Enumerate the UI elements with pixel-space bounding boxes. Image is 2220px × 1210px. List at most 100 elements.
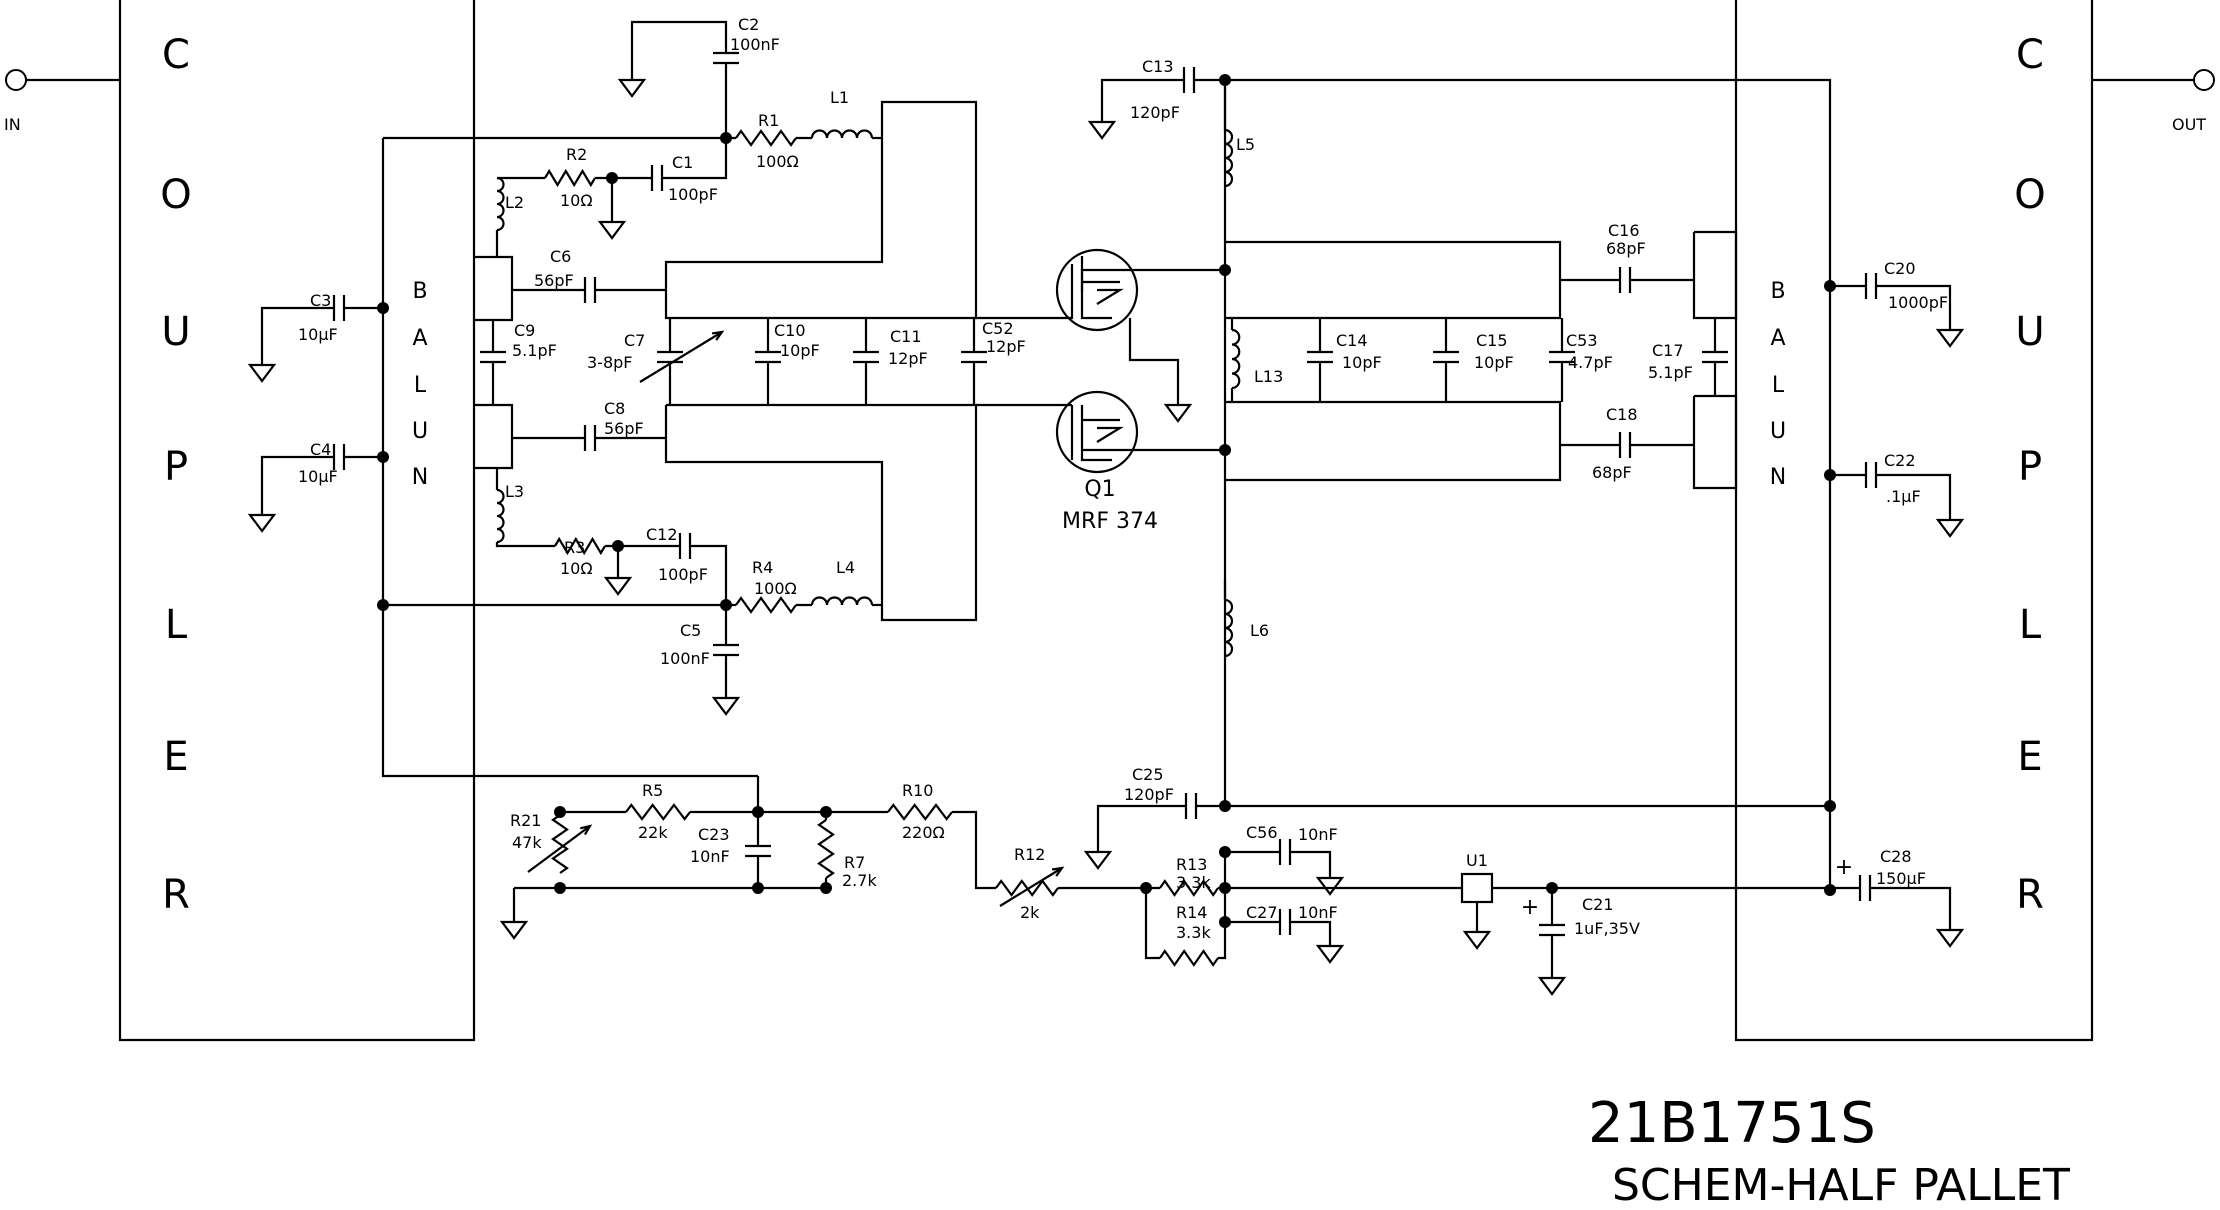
capacitor-C28-plates [1858,875,1872,901]
capacitor-C52 [961,350,987,364]
inductor-L13 [1231,328,1241,390]
component-ref-C12: C12 [646,525,678,544]
junction-dot [1824,884,1836,896]
component-ref-L13: L13 [1254,367,1283,386]
capacitor-C18-plates [1618,432,1632,458]
inductor-L3 [496,488,505,544]
ground-symbol [711,688,741,716]
output-balun-letter: N [1770,465,1786,490]
capacitor-C15 [1433,350,1459,364]
capacitor-C16-plates [1618,267,1632,293]
output-coupler-box [1734,0,2094,1042]
output-port-label: OUT [2172,115,2206,134]
transistor-Q1-upper [1055,248,1139,332]
component-ref-C27: C27 [1246,903,1278,922]
ground-symbol [1462,922,1492,950]
component-value-C18: 68pF [1592,463,1632,482]
component-ref-C25: C25 [1132,765,1164,784]
component-value-C22: .1µF [1886,487,1921,506]
component-value-C9: 5.1pF [512,341,557,360]
component-ref-C9: C9 [514,321,535,340]
input-balun-letter: U [412,419,428,444]
capacitor-C17 [1702,350,1728,364]
capacitor-C4 [332,444,346,470]
capacitor-C2 [713,51,739,65]
component-ref-R10: R10 [902,781,933,800]
q1-upper-symbol [976,264,1124,320]
component-value-Q1: MRF 374 [1062,509,1158,534]
capacitor-C22 [1864,462,1878,488]
capacitor-C18 [1618,432,1632,458]
component-ref-C6: C6 [550,247,571,266]
component-value-R1: 100Ω [756,152,799,171]
component-ref-C1: C1 [672,153,693,172]
capacitor-C53 [1549,350,1575,364]
capacitor-C6 [583,277,597,303]
capacitor-C6-plates [583,277,597,303]
component-value-C20: 1000pF [1888,293,1948,312]
capacitor-C56 [1278,839,1292,865]
capacitor-C20-plates [1864,273,1878,299]
input-coupler-letter: O [160,172,191,218]
component-ref-L6: L6 [1250,621,1269,640]
schematic-title: SCHEM-HALF PALLET [1612,1160,2070,1210]
component-value-C52: 12pF [986,337,1026,356]
resistor-R7 [817,819,835,879]
component-ref-C14: C14 [1336,331,1368,350]
component-value-C17: 5.1pF [1648,363,1693,382]
component-ref-C5: C5 [680,621,701,640]
component-ref-C53: C53 [1566,331,1598,350]
capacitor-C5 [713,643,739,657]
component-value-C27: 10nF [1298,903,1338,922]
wire [1870,886,1952,920]
component-ref-C52: C52 [982,319,1014,338]
component-ref-C18: C18 [1606,405,1638,424]
ground-symbol [1537,968,1567,996]
component-value-C28: 150µF [1876,869,1926,888]
wire [1100,78,1184,112]
output-coupler-letter: P [2018,444,2042,490]
input-coupler-letter: C [162,32,190,78]
component-ref-C15: C15 [1476,331,1508,350]
ground-symbol [499,912,529,940]
ground-symbol [247,505,277,533]
output-balun-letter: A [1770,326,1785,351]
regulator-U1 [1460,872,1494,904]
input-coupler-letter: R [162,872,190,918]
component-ref-C4: C4 [310,440,331,459]
component-ref-C3: C3 [310,291,331,310]
input-coupler-letter: E [163,734,188,780]
ground-symbol [1083,842,1113,870]
capacitor-C3-plates [332,295,346,321]
component-ref-R21: R21 [510,811,541,830]
component-ref-C11: C11 [890,327,922,346]
output-balun-letter: U [1770,419,1786,444]
capacitor-C9 [480,350,506,364]
capacitor-C21-plates [1539,923,1565,937]
capacitor-C13-plates [1182,67,1196,93]
component-ref-Q1: Q1 [1084,477,1115,502]
capacitor-C4-plates [332,444,346,470]
capacitor-C13 [1182,67,1196,93]
resistor-R5 [625,803,691,821]
component-ref-C7: C7 [624,331,645,350]
wire [495,542,555,548]
wire [1290,850,1332,868]
junction-dot [1219,916,1231,928]
resistor-R10 [887,803,953,821]
component-ref-C13: C13 [1142,57,1174,76]
wire [630,20,728,70]
capacitor-C2-plates [713,51,739,65]
output-coupler-letter: C [2016,32,2044,78]
component-value-R14: 3.3k [1176,923,1211,942]
output-port-icon [2193,69,2215,91]
component-value-R7: 2.7k [842,871,877,890]
capacitor-C10-plates [755,350,781,364]
component-value-R13: 3.3k [1176,873,1211,892]
component-ref-R12: R12 [1014,845,1045,864]
input-coupler-letter: P [164,444,188,490]
input-coupler-letter: U [161,309,190,355]
component-value-R4: 100Ω [754,579,797,598]
